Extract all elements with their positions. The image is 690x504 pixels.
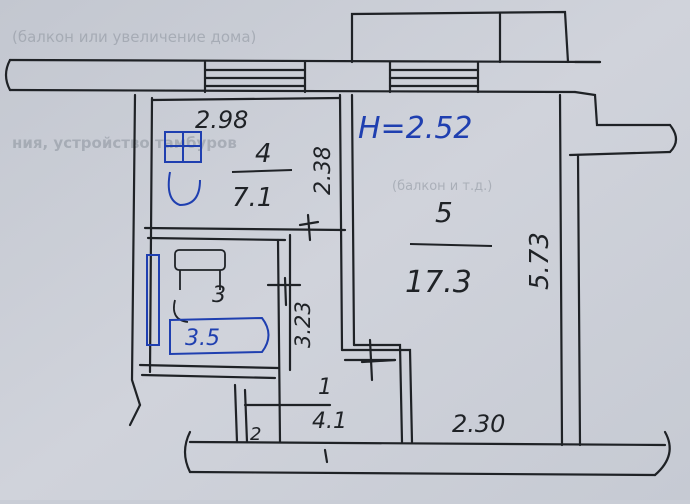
room-3-bottom-inner [140,373,277,380]
right-lower-wall [568,150,672,157]
right-outer-wall [576,153,582,447]
room-2-left [233,383,239,444]
left-break-mark [4,58,12,92]
bathtub-icon [169,316,270,356]
fixtures [173,249,226,323]
room-4-area: 7.1 [232,183,273,213]
walls [4,10,678,477]
room-1-number: 1 [318,375,332,400]
room-4-width: 2.98 [195,106,248,134]
tick-mark [360,338,397,382]
tick-mark [298,213,320,242]
corridor-left [276,238,282,444]
kitchen-sink-icon [167,171,201,207]
ceiling-height-note: H=2.52 [358,111,473,146]
bath-edge [146,254,160,346]
window-left-jambs [203,60,307,94]
room-1-wall [340,348,414,444]
faded-print: (балкон или увеличение дома) ния, устрой… [12,28,492,194]
bottom-left-break [183,430,192,474]
right-inner-wall [558,93,564,447]
room-4-depth: 2.38 [311,146,336,195]
top-inner-wall-line [8,88,577,94]
bottom-inner-wall [188,440,667,447]
left-inner-wall [148,96,154,374]
room-5-number: 5 [435,196,453,229]
room-4-bottom [143,226,347,232]
bottom-outer-wall [188,470,657,477]
right-break-mark [668,123,678,154]
room-labels: 2.98 4 7.1 2.38 5 17.3 5.73 2.30 3 3.23 … [195,106,555,445]
faded-text-line: (балкон и т.д.) [392,179,492,194]
partition-4-5 [338,93,344,352]
room-5-width: 2.30 [452,410,505,438]
blue-fixtures [146,131,270,356]
room-3-top [146,236,287,242]
room-3-depth: 3.23 [291,301,315,348]
sink-icon [174,249,226,271]
right-upper-wall [573,90,672,127]
partition-4-5-inner [350,93,356,347]
room-3-area: 3.5 [185,326,220,351]
window-left-lines [203,68,307,88]
left-outer-wall [130,93,142,407]
room-4-number: 4 [255,139,272,169]
window-right-jambs [388,60,480,94]
tick-mark [266,276,302,307]
top-structure [350,10,570,64]
room-2-number: 2 [250,424,261,445]
bottom-right-break [653,430,671,477]
sink-legs [179,270,221,290]
toilet-outline [173,299,189,323]
tick-mark [323,448,329,464]
room-3-bottom [138,363,280,370]
room-2-left-inner [243,388,249,444]
room-4-top [150,96,342,102]
faded-text-line: ния, устройство тамбуров [12,134,237,152]
blue-labels: H=2.52 3.5 [185,111,473,351]
room-1-area: 4.1 [312,409,347,434]
window-right-lines [388,68,480,88]
room-5-area: 17.3 [405,265,472,300]
room-5-depth: 5.73 [525,232,555,290]
room-3-number: 3 [212,283,226,308]
left-wall-tail [128,403,142,427]
stove-burners [165,132,201,162]
faded-text-line: (балкон или увеличение дома) [12,28,256,46]
